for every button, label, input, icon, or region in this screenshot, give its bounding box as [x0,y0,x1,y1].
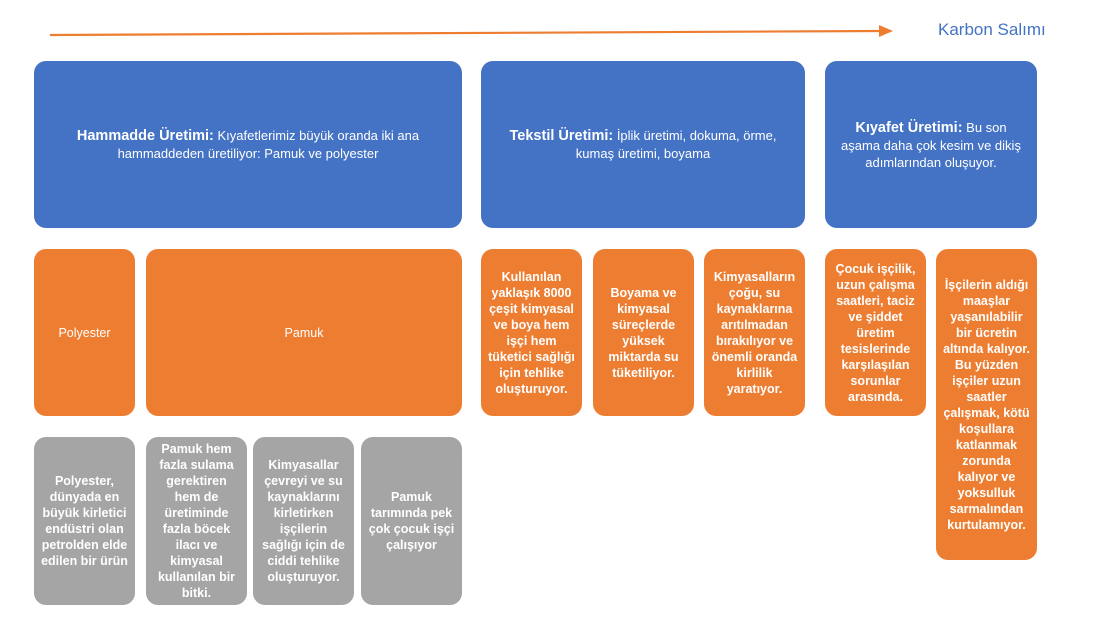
garment-issue-labor: Çocuk işçilik, uzun çalışma saatleri, ta… [825,249,926,416]
material-cotton: Pamuk [146,249,462,416]
stage-title: Tekstil Üretimi: [509,128,614,144]
stage-text: Bu son aşama daha çok kesim ve dikiş adı… [841,119,1021,170]
stage-garment: Kıyafet Üretimi: Bu son aşama daha çok k… [825,61,1037,228]
garment-issue-wages: İşçilerin aldığı maaşlar yaşanılabilir b… [936,249,1037,560]
carbon-arrow [49,25,893,37]
textile-issue-pollution: Kimyasalların çoğu, su kaynaklarına arıt… [704,249,805,416]
carbon-emission-label: Karbon Salımı [938,20,1046,39]
material-polyester: Polyester [34,249,135,416]
stage-text: İplik üretimi, dokuma, örme, kumaş üreti… [575,128,777,161]
material-issue-chemicals: Kimyasallar çevreyi ve su kaynaklarını k… [253,437,354,605]
textile-issue-water: Boyama ve kimyasal süreçlerde yüksek mik… [593,249,694,416]
stage-raw-material: Hammadde Üretimi: Kıyafetlerimiz büyük o… [34,61,462,228]
material-issue-child-labor: Pamuk tarımında pek çok çocuk işçi çalış… [361,437,462,605]
material-issue-polyester: Polyester, dünyada en büyük kirletici en… [34,437,135,605]
textile-issue-chemicals: Kullanılan yaklaşık 8000 çeşit kimyasal … [481,249,582,416]
stage-title: Hammadde Üretimi: [76,128,214,144]
stage-title: Kıyafet Üretimi: [855,119,963,136]
stage-text: Kıyafetlerimiz büyük oranda iki ana hamm… [117,128,420,161]
material-issue-cotton-water: Pamuk hem fazla sulama gerektiren hem de… [146,437,247,605]
stage-textile: Tekstil Üretimi: İplik üretimi, dokuma, … [481,61,805,228]
